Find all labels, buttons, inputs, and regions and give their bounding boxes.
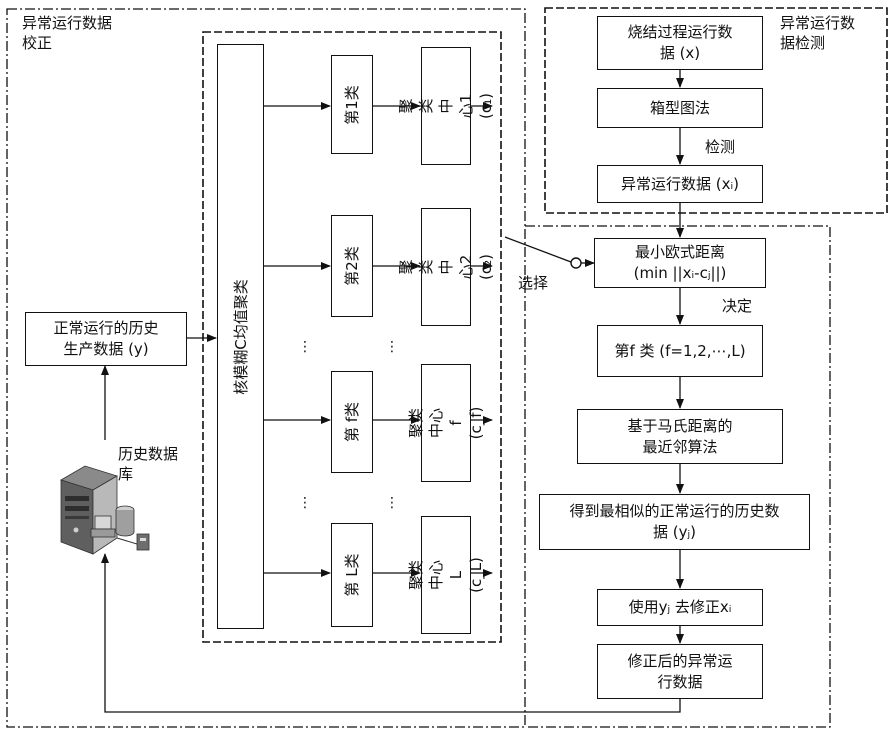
- ellipsis-left-2: ⋮: [298, 496, 312, 510]
- most-similar-history-box: 得到最相似的正常运行的历史数 据 (yⱼ): [539, 494, 810, 550]
- correction-region-label: 异常运行数据 校正: [22, 13, 112, 53]
- cluster-center-2-label: 聚类中心2 (c₂): [396, 254, 496, 280]
- class-L-label: 第 L类: [342, 553, 362, 596]
- corrected-abnormal-data-box: 修正后的异常运 行数据: [597, 644, 763, 699]
- abnormal-data-box: 异常运行数据 (xᵢ): [597, 165, 763, 203]
- class-1-box: 第1类: [331, 55, 373, 154]
- ellipsis-right-1: ⋮: [385, 340, 399, 354]
- kernel-fcm-box: 核模糊C均值聚类: [217, 44, 264, 629]
- mahalanobis-knn-box: 基于马氏距离的 最近邻算法: [577, 409, 783, 464]
- class-f-label: 第 f类: [342, 402, 362, 442]
- cluster-center-L-box: 聚类中心L (c_L): [421, 516, 471, 634]
- class-L-box: 第 L类: [331, 523, 373, 627]
- cluster-center-2-box: 聚类中心2 (c₂): [421, 208, 471, 326]
- cluster-center-f-label: 聚类中心 f (c_f): [406, 407, 486, 440]
- min-euclidean-distance-box: 最小欧式距离 (min ||xᵢ-cⱼ||): [594, 238, 766, 288]
- cluster-center-L-label: 聚类中心L (c_L): [406, 557, 486, 593]
- class-f-result-box: 第f 类 (f=1,2,⋯,L): [597, 325, 763, 377]
- select-label: 选择: [518, 273, 548, 293]
- class-f-box: 第 f类: [331, 371, 373, 473]
- detect-label: 检测: [705, 137, 735, 157]
- class-2-box: 第2类: [331, 215, 373, 317]
- database-server-icon: [55, 458, 155, 558]
- class-1-label: 第1类: [342, 85, 362, 125]
- detection-region-label: 异常运行数 据检测: [780, 13, 855, 53]
- cluster-center-1-label: 聚类中心1 (c₁): [396, 93, 496, 119]
- switch-contact: [571, 258, 581, 268]
- sinter-process-data-box: 烧结过程运行数 据 (x): [597, 16, 763, 70]
- decide-label: 决定: [722, 296, 752, 316]
- kernel-fcm-label: 核模糊C均值聚类: [231, 279, 251, 394]
- boxplot-method-box: 箱型图法: [597, 88, 763, 128]
- normal-history-data-box: 正常运行的历史 生产数据 (y): [25, 312, 187, 366]
- cluster-center-1-box: 聚类中心1 (c₁): [421, 47, 471, 165]
- cluster-center-f-box: 聚类中心 f (c_f): [421, 364, 471, 482]
- class-2-label: 第2类: [342, 246, 362, 286]
- ellipsis-left-1: ⋮: [298, 340, 312, 354]
- use-yj-correct-xi-box: 使用yⱼ 去修正xᵢ: [597, 589, 763, 626]
- ellipsis-right-2: ⋮: [385, 496, 399, 510]
